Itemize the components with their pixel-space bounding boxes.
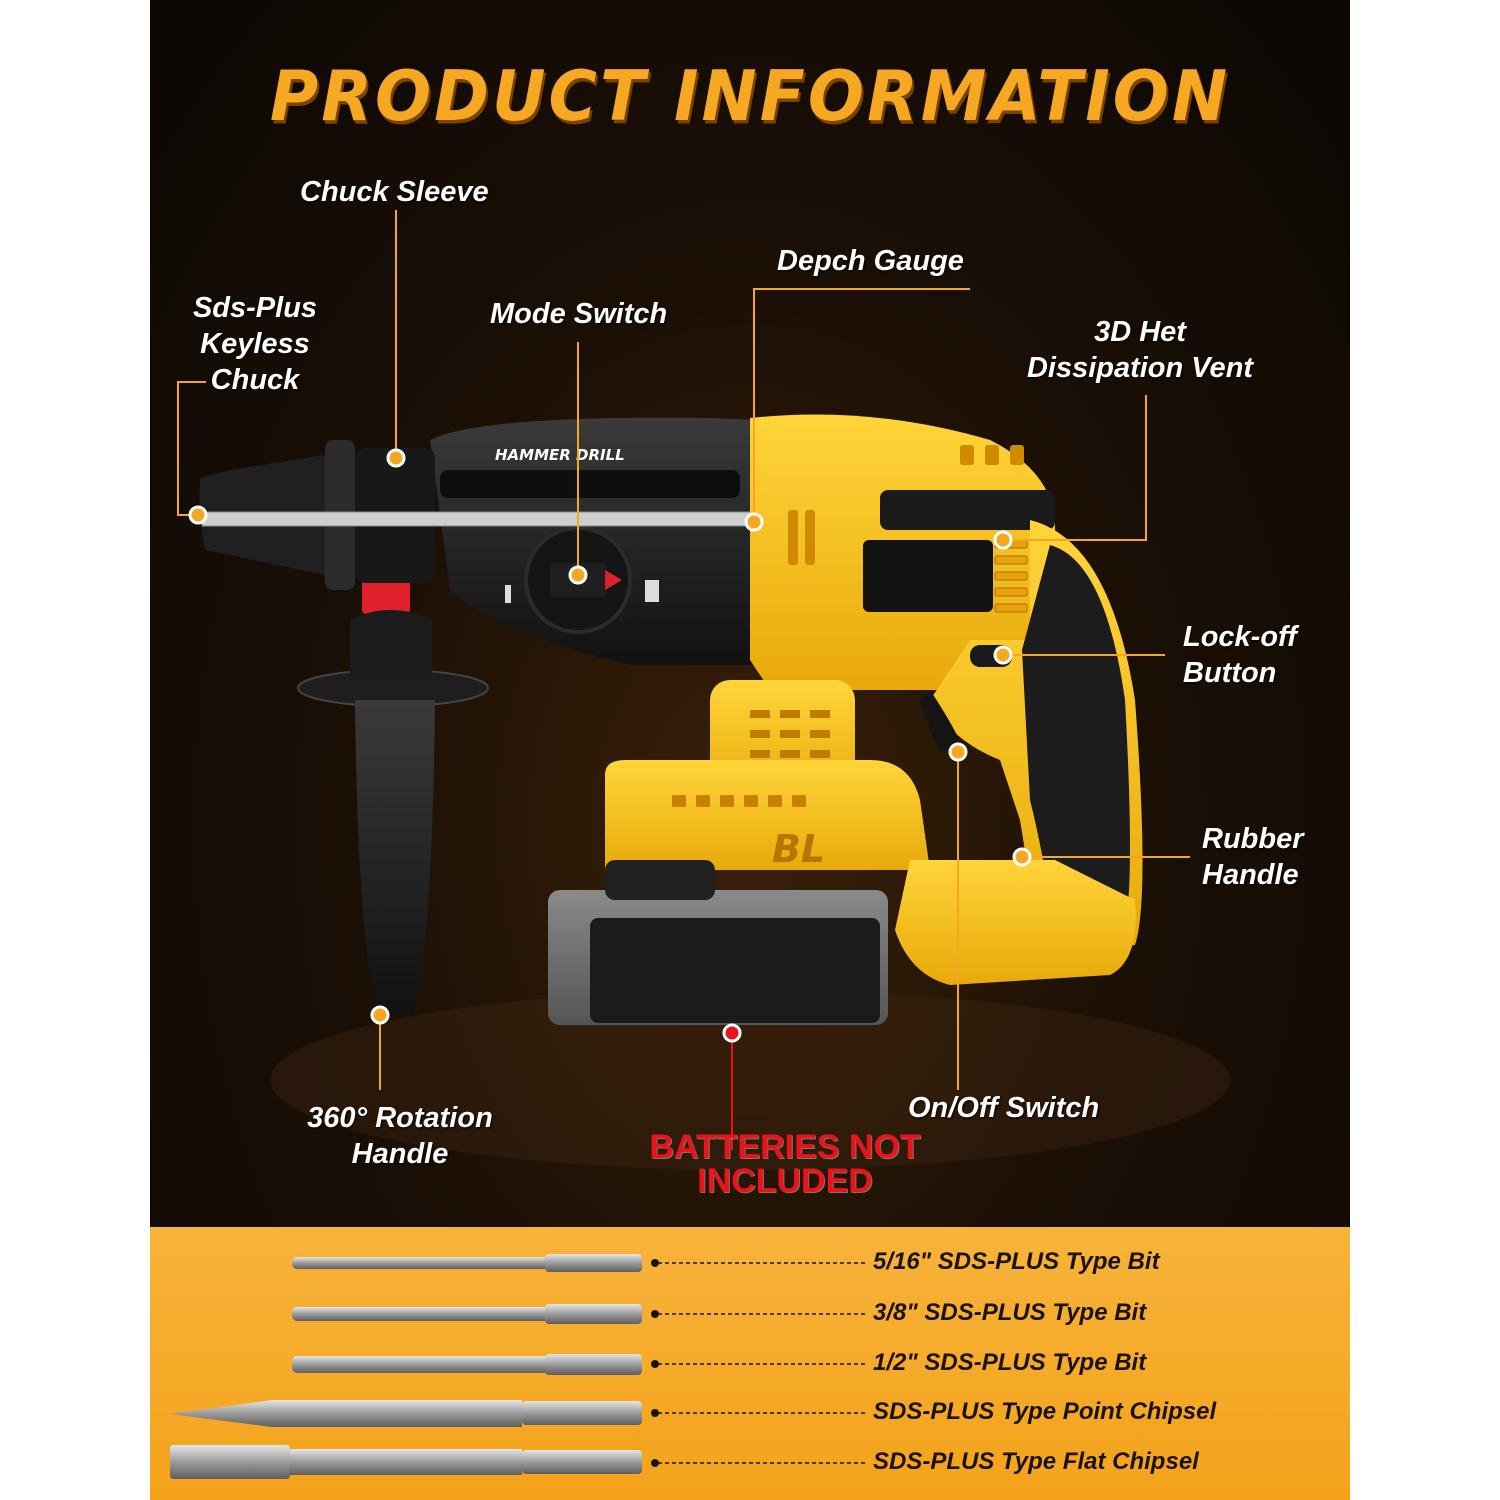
chuck-sleeve-marker — [386, 448, 406, 468]
accessory-label-flat-chisel: SDS-PLUS Type Flat Chipsel — [873, 1448, 1199, 1475]
vent-marker — [993, 530, 1013, 550]
mode-switch-label: Mode Switch — [490, 298, 668, 330]
accessories-section: 5/16" SDS-PLUS Type Bit 3/8" SDS-PLUS Ty… — [150, 1227, 1350, 1500]
rotation-handle-marker — [370, 1005, 390, 1025]
motor-housing — [750, 414, 1055, 690]
depth-gauge-marker — [744, 512, 764, 532]
depth-gauge-label: Depch Gauge — [777, 245, 964, 277]
bit-5-16 — [292, 1254, 642, 1272]
onoff-switch-marker — [948, 742, 968, 762]
vent-label: 3D Het Dissipation Vent — [1026, 316, 1254, 384]
battery-logo: BL — [772, 827, 825, 871]
leader-lines — [177, 210, 1190, 1090]
hammer-drill-text: HAMMER DRILL — [495, 446, 625, 464]
handle-base — [895, 860, 1136, 985]
rotation-handle-label: 360° Rotation Handle — [307, 1102, 493, 1170]
keyless-chuck-marker — [188, 505, 208, 525]
accessory-label-5-16-bit: 5/16" SDS-PLUS Type Bit — [873, 1248, 1160, 1275]
rear-handle — [920, 520, 1143, 960]
drill-illustration: HAMMER DRILL — [177, 210, 1230, 1170]
accessories-illustration — [170, 1254, 868, 1479]
lock-off-marker — [993, 645, 1013, 665]
product-poster: PRODUCT INFORMATION — [150, 0, 1350, 1500]
chuck-sleeve-label: Chuck Sleeve — [300, 176, 489, 208]
battery-pack: BL — [548, 760, 930, 1025]
accessory-label-1-2-bit: 1/2" SDS-PLUS Type Bit — [873, 1349, 1147, 1376]
lock-off-label: Lock-off Button — [1183, 621, 1297, 689]
drill-barrel: HAMMER DRILL — [430, 417, 760, 665]
rubber-handle-marker — [1012, 847, 1032, 867]
onoff-switch-label: On/Off Switch — [908, 1092, 1100, 1124]
bit-3-8 — [292, 1304, 642, 1324]
bit-1-2 — [292, 1354, 642, 1375]
page-title: PRODUCT INFORMATION — [269, 56, 1231, 137]
accessory-label-point-chisel: SDS-PLUS Type Point Chipsel — [873, 1398, 1217, 1425]
accessory-label-3-8-bit: 3/8" SDS-PLUS Type Bit — [873, 1299, 1147, 1326]
battery-marker — [722, 1023, 742, 1043]
rubber-handle-label: Rubber Handle — [1202, 823, 1304, 891]
point-chisel — [170, 1400, 642, 1427]
depth-gauge-rod — [201, 511, 763, 527]
batteries-not-included-warning: BATTERIES NOT INCLUDED — [649, 1128, 921, 1200]
floor-reflection — [270, 990, 1230, 1170]
keyless-chuck-label: Sds-Plus Keyless Chuck — [192, 292, 318, 396]
mode-switch-marker — [568, 565, 588, 585]
flat-chisel — [170, 1445, 642, 1479]
